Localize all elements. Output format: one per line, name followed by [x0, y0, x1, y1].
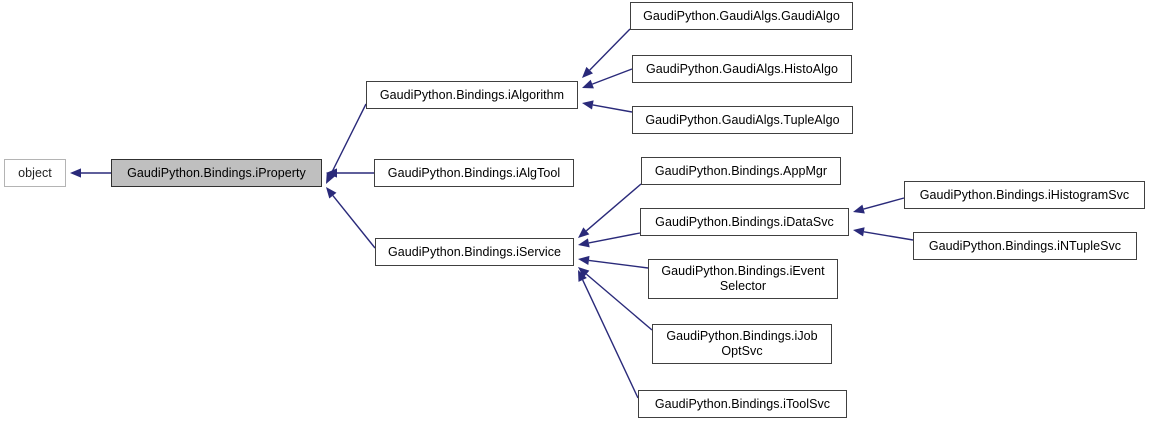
inheritance-edge	[326, 168, 374, 178]
class-node-TupleAlgo[interactable]: GaudiPython.GaudiAlgs.TupleAlgo	[632, 106, 853, 134]
class-node-label: GaudiPython.Bindings.iToolSvc	[654, 396, 831, 411]
arrowhead-icon	[853, 204, 865, 214]
arrowhead-icon	[582, 79, 594, 89]
class-node-label: GaudiPython.Bindings.iNTupleSvc	[928, 238, 1122, 253]
arrowhead-icon	[578, 255, 590, 265]
inheritance-edge	[853, 197, 905, 214]
inheritance-edge	[582, 68, 633, 89]
class-node-label: GaudiPython.Bindings.iDataSvc	[655, 214, 834, 229]
class-node-iEventSelector[interactable]: GaudiPython.Bindings.iEvent Selector	[648, 259, 838, 299]
class-node-iJobOptSvc[interactable]: GaudiPython.Bindings.iJob OptSvc	[652, 324, 832, 364]
inheritance-edge	[578, 232, 641, 248]
class-node-label: GaudiPython.Bindings.iService	[387, 244, 562, 259]
arrowhead-icon	[578, 227, 590, 238]
class-node-label: GaudiPython.Bindings.iHistogramSvc	[919, 187, 1130, 202]
arrowhead-icon	[326, 172, 336, 184]
class-node-label: GaudiPython.Bindings.iAlgorithm	[379, 87, 565, 102]
inheritance-edge	[326, 103, 367, 184]
class-node-AppMgr[interactable]: GaudiPython.Bindings.AppMgr	[641, 157, 841, 185]
inheritance-edge	[578, 267, 653, 331]
class-node-iProperty[interactable]: GaudiPython.Bindings.iProperty	[111, 159, 322, 187]
inheritance-edge	[578, 183, 642, 238]
class-node-GaudiAlgo[interactable]: GaudiPython.GaudiAlgs.GaudiAlgo	[630, 2, 853, 30]
class-node-iAlgorithm[interactable]: GaudiPython.Bindings.iAlgorithm	[366, 81, 578, 109]
class-node-iService[interactable]: GaudiPython.Bindings.iService	[375, 238, 574, 266]
inheritance-edge	[578, 255, 649, 269]
class-node-label: GaudiPython.GaudiAlgs.HistoAlgo	[646, 61, 838, 76]
class-node-label: GaudiPython.Bindings.iAlgTool	[387, 165, 561, 180]
arrowhead-icon	[582, 100, 594, 110]
arrowhead-icon	[578, 238, 590, 248]
class-node-label: GaudiPython.Bindings.iEvent Selector	[661, 264, 825, 293]
class-node-label: GaudiPython.Bindings.iJob OptSvc	[666, 329, 818, 358]
inheritance-edge	[582, 100, 633, 113]
class-node-HistoAlgo[interactable]: GaudiPython.GaudiAlgs.HistoAlgo	[632, 55, 852, 83]
class-node-iAlgTool[interactable]: GaudiPython.Bindings.iAlgTool	[374, 159, 574, 187]
class-node-label: GaudiPython.GaudiAlgs.GaudiAlgo	[643, 8, 840, 23]
arrowhead-icon	[578, 270, 587, 282]
arrowhead-icon	[326, 187, 337, 199]
class-node-iToolSvc[interactable]: GaudiPython.Bindings.iToolSvc	[638, 390, 847, 418]
class-node-label: GaudiPython.Bindings.AppMgr	[654, 163, 828, 178]
inheritance-edge	[578, 270, 639, 399]
inheritance-edge	[582, 28, 631, 78]
inheritance-edge	[70, 168, 111, 178]
arrowhead-icon	[578, 267, 590, 278]
arrowhead-icon	[582, 66, 593, 78]
class-node-label: GaudiPython.Bindings.iProperty	[127, 165, 306, 180]
class-node-iDataSvc[interactable]: GaudiPython.Bindings.iDataSvc	[640, 208, 849, 236]
inheritance-edge	[326, 187, 376, 249]
arrowhead-icon	[326, 168, 337, 178]
arrowhead-icon	[853, 227, 865, 237]
class-node-iNTupleSvc[interactable]: GaudiPython.Bindings.iNTupleSvc	[913, 232, 1137, 260]
inheritance-edge	[853, 227, 914, 241]
class-node-label: object	[18, 165, 52, 180]
class-node-label: GaudiPython.GaudiAlgs.TupleAlgo	[645, 112, 840, 127]
class-node-iHistogramSvc[interactable]: GaudiPython.Bindings.iHistogramSvc	[904, 181, 1145, 209]
arrowhead-icon	[70, 168, 81, 178]
class-node-object[interactable]: object	[4, 159, 66, 187]
